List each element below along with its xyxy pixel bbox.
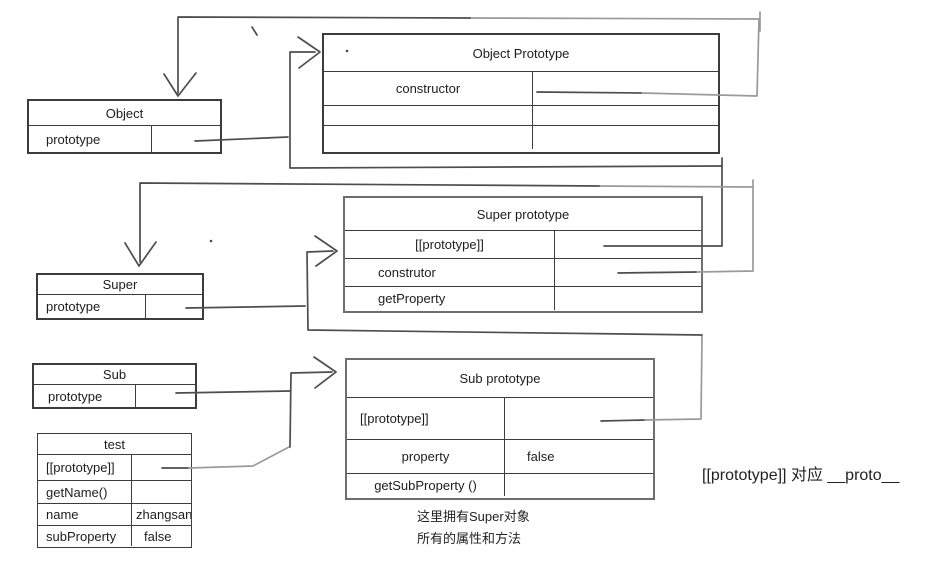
- super-box-title: Super: [38, 275, 202, 295]
- super-box: Super prototype: [36, 273, 204, 320]
- object-box: Object prototype: [27, 99, 222, 154]
- super-prototype-box-title: Super prototype: [345, 198, 701, 231]
- getsubproperty-value: [504, 474, 653, 496]
- constructor-value: [532, 72, 718, 105]
- getproperty-value: [554, 287, 701, 310]
- proto-note: [[prototype]] 对应 __proto__: [702, 467, 900, 484]
- construtor-label: construtor: [378, 265, 436, 280]
- super-prototype-box: Super prototype [[prototype]] construtor…: [343, 196, 703, 313]
- object-prototype-box-title: Object Prototype: [324, 35, 718, 72]
- empty-row-label: [324, 126, 532, 149]
- test-box: test [[prototype]] getName() name zhangs…: [37, 433, 192, 548]
- arrowhead-into-sub-prototype: [313, 356, 337, 389]
- object-prototype-value: [151, 126, 220, 152]
- sub-prototype-value: [135, 385, 195, 407]
- property-label: property: [401, 449, 450, 464]
- arrowhead-into-object: [163, 72, 197, 97]
- test-prototype-value: [131, 455, 191, 480]
- sub-prototype-box: Sub prototype [[prototype]] property fal…: [345, 358, 655, 500]
- constructor-label: constructor: [395, 81, 461, 96]
- sub-box-title: Sub: [34, 365, 195, 385]
- name-label: name: [46, 507, 79, 522]
- object-box-title: Object: [29, 101, 220, 126]
- empty-row-value: [532, 106, 718, 125]
- construtor-value: [554, 259, 701, 286]
- empty-row-label: [324, 106, 532, 125]
- getproperty-label: getProperty: [378, 291, 446, 306]
- super-prototype-value: [145, 295, 202, 318]
- test-box-title: test: [38, 434, 191, 455]
- empty-row-value: [532, 126, 718, 149]
- sub-prototype-box-title: Sub prototype: [347, 360, 653, 398]
- name-value: zhangsan: [131, 504, 191, 525]
- getname-value: [131, 481, 191, 503]
- sub-proto-prototype-label: [[prototype]]: [360, 411, 429, 426]
- object-prototype-label: prototype: [46, 131, 101, 147]
- arrowhead-into-object-prototype: [297, 36, 321, 69]
- arrowhead-into-super: [124, 241, 157, 267]
- owns-note-line2: 所有的属性和方法: [417, 531, 522, 546]
- stray-tick: [251, 26, 258, 36]
- super-proto-prototype-value: [554, 231, 701, 258]
- subproperty-label: subProperty: [46, 528, 117, 544]
- sub-proto-prototype-value: [504, 398, 653, 439]
- arrowhead-into-super-prototype: [314, 235, 338, 267]
- test-prototype-label: [[prototype]]: [46, 460, 115, 475]
- getsubproperty-label: getSubProperty (): [374, 477, 477, 493]
- sub-prototype-label: prototype: [48, 388, 103, 404]
- super-proto-prototype-label: [[prototype]]: [415, 237, 484, 252]
- stray-dot: [209, 239, 213, 243]
- getname-label: getName(): [46, 484, 108, 500]
- subproperty-value: false: [131, 526, 191, 546]
- owns-note-line1: 这里拥有Super对象: [417, 509, 530, 524]
- property-value: false: [504, 440, 653, 473]
- super-prototype-label: prototype: [46, 299, 101, 314]
- object-prototype-box: Object Prototype constructor: [322, 33, 720, 154]
- sub-box: Sub prototype: [32, 363, 197, 409]
- owns-note: 这里拥有Super对象 所有的属性和方法: [417, 506, 530, 550]
